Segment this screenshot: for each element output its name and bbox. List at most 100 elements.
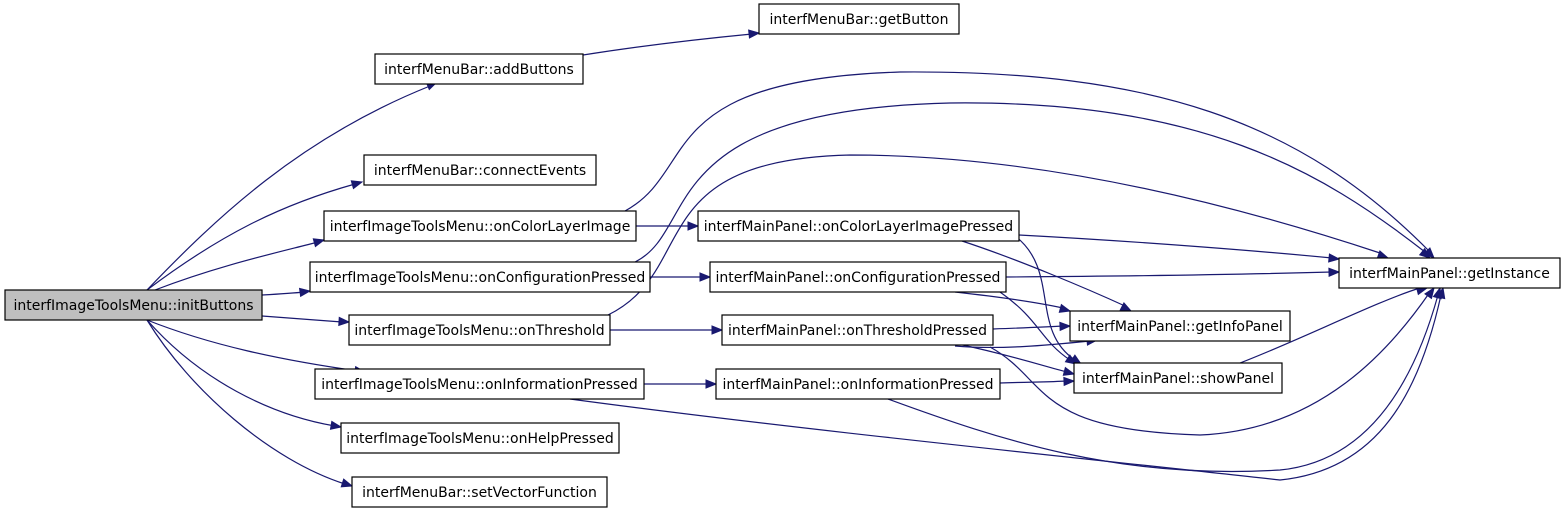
edge-line: [992, 325, 1064, 330]
node-get-info-panel[interactable]: interfMainPanel::getInfoPanel: [1069, 310, 1291, 342]
edge-line: [634, 102, 1426, 263]
node-box: [374, 53, 584, 85]
node-label: interfMenuBar::setVectorFunction: [362, 485, 597, 501]
edge-line: [624, 71, 1431, 253]
node-box: [4, 289, 263, 321]
node-mp-on-color-layer-image-pressed[interactable]: interfMainPanel::onColorLayerImagePresse…: [697, 210, 1020, 242]
node-box: [1069, 310, 1291, 342]
call-edge: [154, 238, 326, 291]
node-box: [351, 476, 608, 508]
edge-line: [957, 343, 1068, 373]
arrowhead-icon: [340, 478, 354, 488]
node-mp-on-configuration-pressed[interactable]: interfMainPanel::onConfigurationPressed: [709, 261, 1007, 293]
arrowhead-icon: [298, 287, 312, 298]
node-label: interfMenuBar::connectEvents: [374, 163, 586, 179]
edge-line: [146, 319, 346, 485]
node-label: interfMainPanel::onConfigurationPressed: [716, 270, 1001, 286]
node-label: interfImageToolsMenu::onInformationPress…: [321, 377, 638, 393]
arrowhead-icon: [1062, 366, 1076, 376]
node-label: interfMenuBar::addButtons: [384, 62, 574, 78]
arrowhead-icon: [1436, 286, 1446, 300]
call-edge: [146, 319, 343, 430]
call-edge: [636, 221, 700, 231]
node-show-panel[interactable]: interfMainPanel::showPanel: [1073, 362, 1283, 394]
call-edge: [261, 287, 312, 298]
call-edge: [992, 321, 1072, 332]
node-label: interfMenuBar::getButton: [770, 12, 949, 28]
call-edge: [582, 29, 761, 56]
node-mp-on-information-pressed[interactable]: interfMainPanel::onInformationPressed: [715, 368, 1001, 400]
edge-line: [989, 291, 1431, 436]
node-label: interfImageToolsMenu::onThreshold: [354, 323, 604, 339]
node-box: [721, 314, 994, 346]
node-box: [309, 261, 651, 293]
node-get-button[interactable]: interfMenuBar::getButton: [758, 3, 960, 35]
node-box: [323, 210, 637, 242]
arrowhead-icon: [1059, 321, 1072, 332]
edge-line: [954, 291, 1064, 309]
arrowhead-icon: [699, 272, 712, 282]
node-label: interfMainPanel::onColorLayerImagePresse…: [704, 219, 1013, 235]
arrowhead-icon: [1328, 253, 1341, 263]
call-edge: [569, 286, 1446, 481]
arrowhead-icon: [1058, 303, 1072, 313]
edge-line: [1005, 271, 1333, 278]
node-on-threshold[interactable]: interfImageToolsMenu::onThreshold: [348, 314, 611, 346]
edge-line: [607, 154, 1381, 316]
node-label: interfImageToolsMenu::initButtons: [13, 298, 253, 314]
edge-line: [582, 33, 753, 56]
call-edge: [1018, 234, 1341, 263]
node-on-information-pressed[interactable]: interfImageToolsMenu::onInformationPress…: [314, 368, 645, 400]
node-label: interfMainPanel::showPanel: [1082, 371, 1274, 387]
edge-line: [1018, 234, 1333, 259]
edge-line: [261, 291, 305, 296]
node-box: [715, 368, 1001, 400]
edge-line: [961, 240, 1126, 307]
edge-line: [146, 183, 356, 291]
edge-line: [887, 294, 1439, 473]
call-edge: [634, 102, 1432, 263]
node-box: [314, 368, 645, 400]
node-init-buttons[interactable]: interfImageToolsMenu::initButtons: [4, 289, 263, 321]
edge-line: [261, 315, 343, 323]
node-on-configuration-pressed[interactable]: interfImageToolsMenu::onConfigurationPre…: [309, 261, 651, 293]
call-edge: [643, 379, 718, 389]
arrowhead-icon: [329, 420, 343, 430]
node-box: [709, 261, 1007, 293]
call-edge: [989, 286, 1435, 436]
node-add-buttons[interactable]: interfMenuBar::addButtons: [374, 53, 584, 85]
node-label: interfImageToolsMenu::onColorLayerImage: [330, 219, 631, 235]
node-connect-events[interactable]: interfMenuBar::connectEvents: [363, 154, 597, 186]
arrowhead-icon: [687, 221, 700, 231]
arrowhead-icon: [705, 379, 718, 389]
node-set-vector-function[interactable]: interfMenuBar::setVectorFunction: [351, 476, 608, 508]
arrowhead-icon: [1424, 286, 1435, 300]
node-label: interfImageToolsMenu::onHelpPressed: [346, 431, 613, 447]
edge-line: [154, 241, 319, 291]
node-on-help-pressed[interactable]: interfImageToolsMenu::onHelpPressed: [340, 422, 620, 454]
node-box: [340, 422, 620, 454]
node-label: interfMainPanel::onInformationPressed: [723, 377, 994, 393]
edge-line: [1239, 287, 1421, 364]
arrowhead-icon: [338, 316, 351, 327]
node-label: interfMainPanel::getInstance: [1349, 266, 1550, 282]
node-box: [697, 210, 1020, 242]
edge-line: [146, 85, 431, 291]
call-edge: [146, 319, 354, 488]
node-label: interfMainPanel::getInfoPanel: [1077, 319, 1282, 335]
node-box: [1338, 257, 1561, 289]
arrowhead-icon: [1418, 247, 1432, 259]
arrowhead-icon: [711, 325, 724, 335]
node-get-instance[interactable]: interfMainPanel::getInstance: [1338, 257, 1561, 289]
call-edge: [999, 291, 1078, 365]
edge-line: [1014, 235, 1076, 361]
node-label: interfMainPanel::onThresholdPressed: [728, 323, 987, 339]
call-edge: [650, 272, 712, 282]
node-on-color-layer-image[interactable]: interfImageToolsMenu::onColorLayerImage: [323, 210, 637, 242]
node-box: [1073, 362, 1283, 394]
call-edge: [957, 343, 1076, 376]
arrowhead-icon: [748, 29, 761, 39]
node-mp-on-threshold-pressed[interactable]: interfMainPanel::onThresholdPressed: [721, 314, 994, 346]
arrowhead-icon: [1064, 354, 1078, 365]
call-edge: [610, 325, 724, 335]
